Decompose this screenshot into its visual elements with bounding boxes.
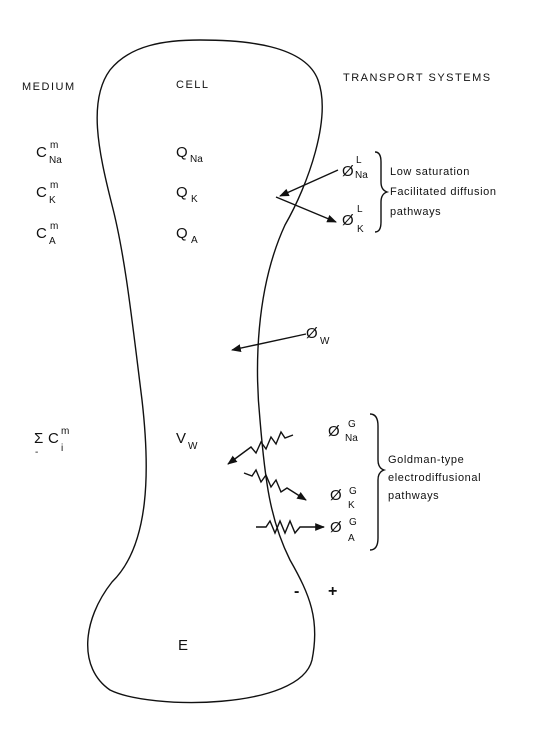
phi-l-k: Ø L K [342, 204, 364, 235]
svg-text:m: m [50, 140, 58, 151]
svg-text:i: i [61, 443, 63, 454]
goldman-label-line-3: pathways [388, 490, 439, 502]
svg-text:A: A [348, 533, 355, 544]
svg-text:C: C [36, 184, 47, 201]
svg-text:G: G [349, 517, 357, 528]
low-label-line-3: pathways [390, 206, 441, 218]
goldman-label-line-1: Goldman-type [388, 454, 464, 466]
svg-text:Q: Q [176, 184, 188, 201]
medium-c-k: C m K [36, 180, 58, 206]
medium-c-a: C m A [36, 221, 58, 247]
svg-text:G: G [348, 419, 356, 430]
flux-na-low-arrow [279, 169, 339, 197]
svg-text:Q: Q [176, 144, 188, 161]
svg-text:Q: Q [176, 225, 188, 242]
low-label-line-2: Facilitated diffusion [390, 186, 497, 198]
svg-text:K: K [49, 195, 56, 206]
svg-text:A: A [49, 236, 56, 247]
phi-water: Ø W [306, 325, 330, 347]
svg-text:L: L [357, 204, 363, 215]
svg-text:Na: Na [355, 170, 368, 181]
transport-header: TRANSPORT SYSTEMS [343, 72, 492, 84]
cell-q-a: Q A [176, 225, 198, 246]
svg-text:C: C [36, 144, 47, 161]
svg-text:K: K [357, 224, 364, 235]
low-label-line-1: Low saturation [390, 166, 470, 178]
cell-e-potential: E [178, 637, 188, 654]
svg-text:Σ: Σ [34, 430, 43, 447]
svg-text:Ø: Ø [342, 212, 354, 229]
svg-text:Ø: Ø [328, 423, 340, 440]
medium-c-na: C m Na [36, 140, 62, 166]
svg-text:Na: Na [190, 154, 203, 165]
low-saturation-brace [374, 151, 390, 233]
svg-text:m: m [61, 426, 69, 437]
phi-g-a: Ø G A [330, 517, 357, 544]
flux-a-goldman-arrow [256, 519, 325, 535]
cell-q-k: Q K [176, 184, 198, 205]
cell-q-na: Q Na [176, 144, 203, 165]
svg-text:-: - [35, 447, 38, 458]
phi-g-k: Ø G K [330, 486, 357, 511]
svg-text:Ø: Ø [330, 487, 342, 504]
svg-text:A: A [191, 235, 198, 246]
goldman-label-line-2: electrodiffusional [388, 472, 481, 484]
flux-water-arrow [231, 333, 307, 352]
flux-k-goldman-arrow [243, 468, 307, 501]
membrane-minus-sign: - [294, 583, 299, 600]
flux-k-low-arrow [275, 196, 337, 223]
svg-text:Na: Na [345, 433, 358, 444]
svg-text:C: C [48, 430, 59, 447]
medium-header: MEDIUM [22, 81, 76, 93]
svg-text:W: W [188, 441, 198, 452]
phi-g-na: Ø G Na [328, 419, 358, 444]
svg-text:W: W [320, 336, 330, 347]
svg-text:Na: Na [49, 155, 62, 166]
svg-text:Ø: Ø [330, 519, 342, 536]
svg-text:L: L [356, 155, 362, 166]
svg-text:m: m [50, 180, 58, 191]
cell-header: CELL [176, 79, 210, 91]
svg-text:V: V [176, 430, 186, 447]
medium-sum-c: Σ - C m i [34, 426, 69, 458]
svg-text:K: K [348, 500, 355, 511]
svg-text:G: G [349, 486, 357, 497]
membrane-plus-sign: + [328, 583, 337, 600]
svg-text:Ø: Ø [306, 325, 318, 342]
cell-membrane [87, 39, 323, 704]
svg-text:K: K [191, 194, 198, 205]
svg-text:C: C [36, 225, 47, 242]
svg-text:Ø: Ø [342, 163, 354, 180]
goldman-brace [369, 413, 387, 551]
flux-na-goldman-arrow [227, 430, 294, 465]
cell-v-w: V W [176, 430, 198, 452]
phi-l-na: Ø L Na [342, 155, 368, 181]
svg-text:m: m [50, 221, 58, 232]
